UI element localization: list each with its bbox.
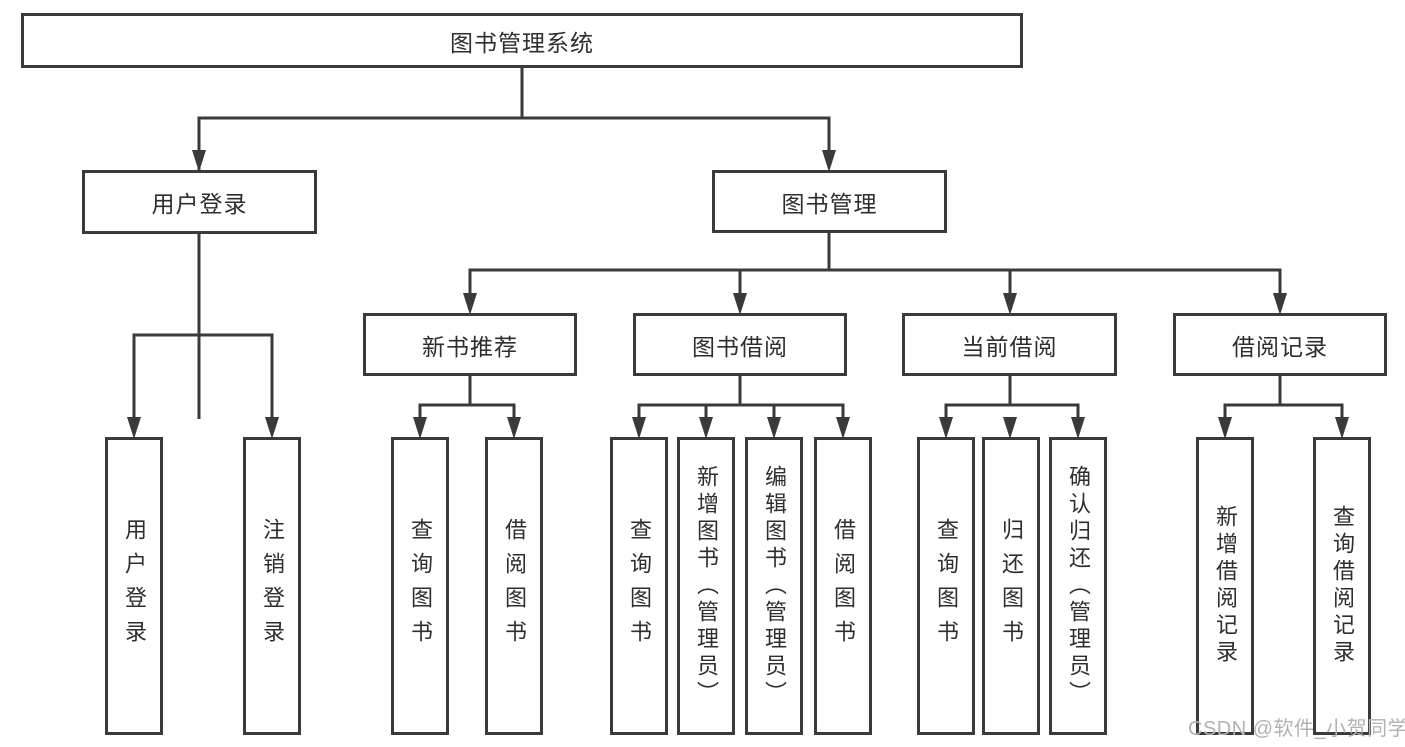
connector-bookmgmt-children (468, 233, 1282, 295)
node-add-borrow-record: 新增借阅记录 (1196, 437, 1254, 735)
node-label: 确认归还（管理员） (1066, 464, 1091, 708)
node-query-books: 查询图书 (917, 437, 975, 735)
node-label: 借阅图书 (502, 518, 527, 654)
node-label: 图书管理系统 (450, 29, 594, 56)
arrowhead (413, 417, 427, 439)
node-label: 图书管理 (781, 190, 878, 217)
node-label: 图书借阅 (692, 333, 788, 360)
arrowhead (822, 150, 836, 172)
node-user-login-leaf: 用户登录 (105, 437, 163, 735)
node-borrow-books: 借阅图书 (814, 437, 872, 735)
node-label: 查询图书 (934, 518, 959, 654)
node-label: 编辑图书（管理员） (762, 464, 787, 708)
arrowhead (1218, 417, 1232, 439)
connector-current-children (944, 376, 1080, 419)
node-label: 归还图书 (999, 518, 1024, 654)
arrowhead (192, 150, 206, 172)
node-label: 借阅图书 (831, 518, 856, 654)
arrowhead (1335, 417, 1349, 439)
arrowhead (733, 293, 747, 315)
node-label: 查询图书 (408, 518, 433, 654)
node-label: 新增借阅记录 (1213, 505, 1238, 667)
node-confirm-return-admin: 确认归还（管理员） (1049, 437, 1107, 735)
node-label: 新增图书（管理员） (694, 464, 719, 708)
arrowhead (1273, 293, 1287, 315)
arrowhead (507, 417, 521, 439)
node-library-management-system: 图书管理系统 (21, 13, 1023, 68)
node-return-books: 归还图书 (982, 437, 1040, 735)
node-borrowing-records: 借阅记录 (1173, 313, 1387, 376)
node-query-books: 查询图书 (610, 437, 668, 735)
arrowhead (836, 417, 850, 439)
node-book-management: 图书管理 (712, 170, 947, 233)
node-new-book-recommendation: 新书推荐 (363, 313, 577, 376)
node-user-login: 用户登录 (82, 170, 317, 234)
arrowhead (632, 417, 646, 439)
arrowhead (265, 417, 279, 439)
connector-userlogin-children (132, 234, 274, 419)
node-label: 查询图书 (627, 518, 652, 654)
csdn-watermark: CSDN @软件_小贺同学 (1188, 718, 1405, 740)
arrowhead (463, 293, 477, 315)
node-label: 借阅记录 (1232, 333, 1328, 360)
arrowhead (1003, 417, 1017, 439)
node-label: 新书推荐 (422, 333, 518, 360)
node-query-borrow-record: 查询借阅记录 (1313, 437, 1371, 735)
arrowhead (1003, 293, 1017, 315)
connector-records-children (1223, 376, 1344, 419)
node-current-borrowing: 当前借阅 (902, 313, 1117, 376)
node-label: 用户登录 (151, 191, 248, 217)
node-book-borrowing: 图书借阅 (633, 313, 847, 376)
connector-newbook-children (418, 376, 516, 419)
node-label: 查询借阅记录 (1330, 505, 1355, 667)
arrowhead (767, 417, 781, 439)
arrowhead (939, 417, 953, 439)
connector-root-to-level2 (197, 68, 831, 419)
node-logout: 注销登录 (243, 437, 301, 735)
arrowhead (127, 417, 141, 439)
node-label: 注销登录 (260, 518, 285, 654)
node-label: 用户登录 (122, 518, 147, 654)
node-add-books-admin: 新增图书（管理员） (677, 437, 735, 735)
node-label: 当前借阅 (961, 333, 1058, 360)
node-edit-books-admin: 编辑图书（管理员） (745, 437, 803, 735)
arrowhead (1071, 417, 1085, 439)
arrowhead (699, 417, 713, 439)
node-borrow-books: 借阅图书 (485, 437, 543, 735)
arrowheads (127, 150, 1349, 439)
node-query-books: 查询图书 (391, 437, 449, 735)
connector-borrowing-children (637, 376, 845, 419)
